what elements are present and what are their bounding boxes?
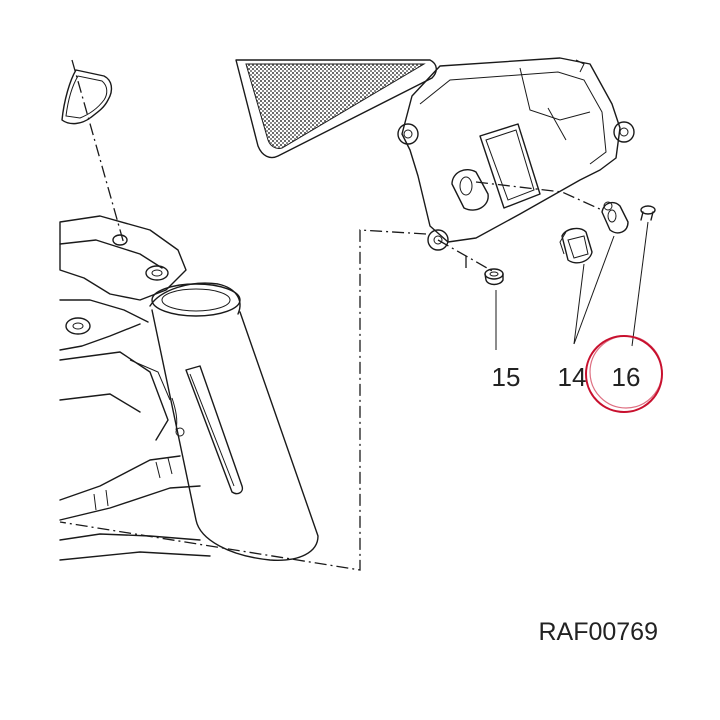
screw-icon [640, 205, 656, 221]
screw-icon [484, 268, 504, 286]
callout-15: 15 [492, 362, 521, 392]
seal-clip-icon [601, 201, 629, 234]
callout-16: 16 [612, 362, 641, 392]
assembly-lines [59, 59, 603, 571]
leader-lines [495, 221, 649, 350]
frame-tube-icon [59, 215, 319, 561]
grommet-icon [559, 227, 593, 264]
filter-grille-icon [235, 59, 437, 159]
highlight-circle [585, 335, 663, 413]
reference-code: RAF00769 [538, 618, 658, 646]
cover-plate-icon [397, 57, 635, 251]
callout-14: 14 [558, 362, 587, 392]
gasket-outline-icon [61, 69, 113, 125]
